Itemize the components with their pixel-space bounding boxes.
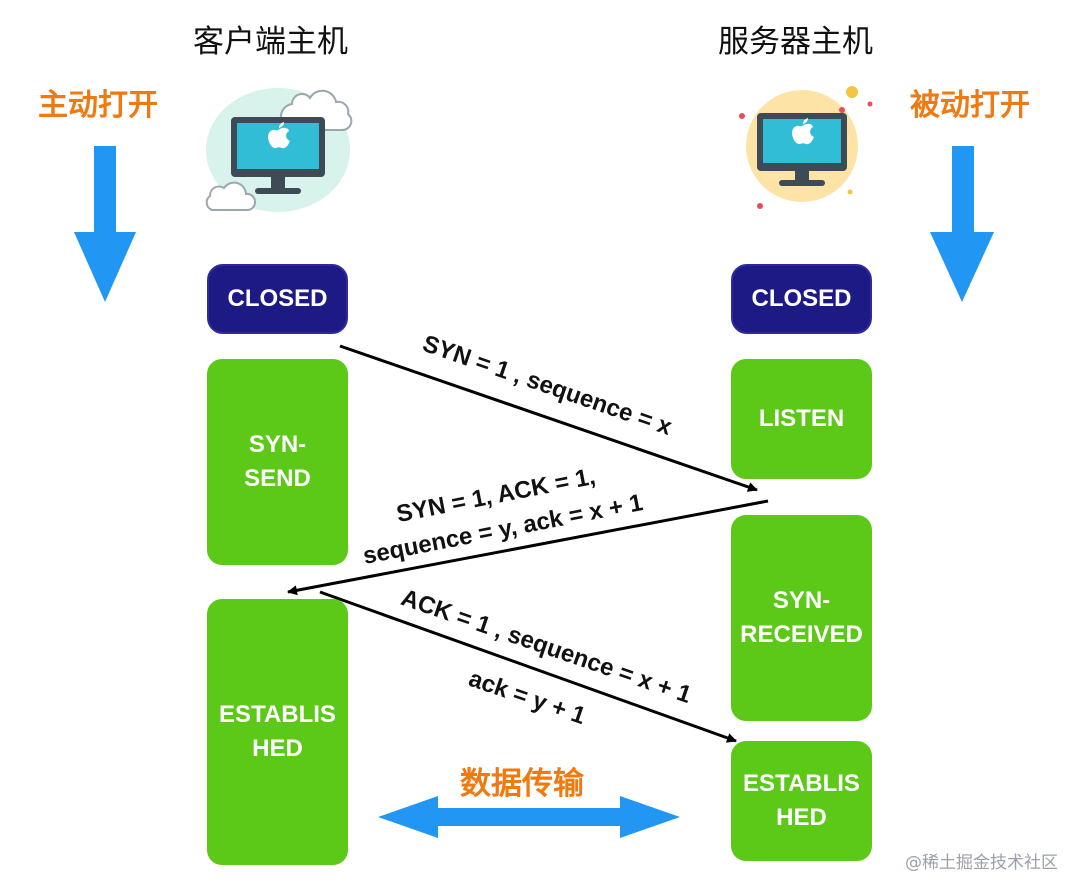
watermark: @稀土掘金技术社区 bbox=[905, 853, 1058, 873]
passive-open-label: 被动打开 bbox=[910, 88, 1030, 123]
server-syn-received-line2: RECEIVED bbox=[740, 621, 863, 648]
client-state-syn-send: SYN- SEND bbox=[207, 359, 348, 565]
syn-arrow bbox=[339, 344, 758, 492]
server-listen-label: LISTEN bbox=[758, 405, 845, 432]
client-state-established: ESTABLIS HED bbox=[207, 599, 348, 865]
server-state-syn-received: SYN- RECEIVED bbox=[731, 515, 872, 721]
client-open-arrow-icon bbox=[74, 146, 136, 302]
client-state-closed-label: CLOSED bbox=[227, 285, 328, 312]
client-established-line2: HED bbox=[252, 735, 303, 762]
server-state-established: ESTABLIS HED bbox=[731, 741, 872, 861]
server-syn-received-line1: SYN- bbox=[772, 587, 831, 614]
server-state-closed: CLOSED bbox=[731, 264, 872, 334]
client-established-line1: ESTABLIS bbox=[219, 701, 336, 728]
server-computer-icon bbox=[739, 86, 873, 209]
data-transfer-label: 数据传输 bbox=[460, 766, 584, 802]
server-state-listen: LISTEN bbox=[731, 359, 872, 479]
syn-ack-arrow bbox=[287, 499, 769, 596]
client-syn-send-line2: SEND bbox=[244, 465, 311, 492]
data-transfer-arrow-icon bbox=[378, 796, 680, 838]
client-computer-icon bbox=[205, 88, 353, 212]
server-host-title: 服务器主机 bbox=[718, 24, 873, 60]
client-state-closed: CLOSED bbox=[207, 264, 348, 334]
active-open-label: 主动打开 bbox=[38, 88, 158, 123]
ack-arrow bbox=[319, 590, 737, 743]
server-open-arrow-icon bbox=[930, 146, 994, 302]
server-established-line1: ESTABLIS bbox=[743, 770, 860, 797]
server-established-line2: HED bbox=[776, 804, 827, 831]
client-syn-send-line1: SYN- bbox=[248, 431, 307, 458]
client-host-title: 客户端主机 bbox=[193, 24, 348, 60]
server-state-closed-label: CLOSED bbox=[751, 285, 852, 312]
